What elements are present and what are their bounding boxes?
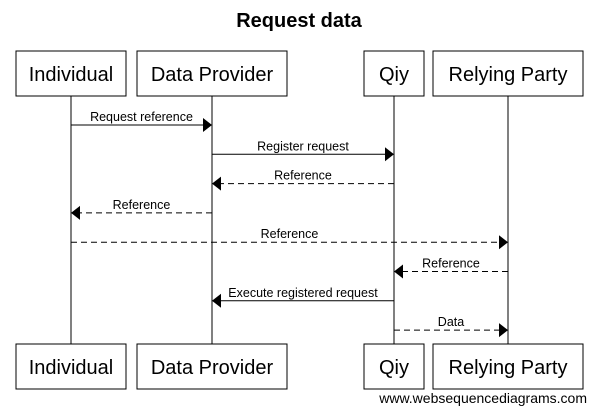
participant-label: Individual (29, 64, 114, 86)
message-6: Reference (394, 257, 508, 279)
participant-label: Data Provider (151, 357, 274, 379)
participant-label: Qiy (379, 64, 409, 86)
participant-box (432, 343, 584, 390)
participant-box (15, 343, 127, 390)
participant-qiy-top: Qiy (363, 50, 425, 97)
message-2: Register request (212, 139, 394, 162)
message-label: Data (438, 315, 464, 329)
message-label: Register request (257, 139, 349, 153)
participant-label: Qiy (379, 357, 409, 379)
participant-box (363, 343, 425, 390)
participant-label: Relying Party (449, 64, 568, 86)
message-8: Data (394, 315, 508, 338)
message-label: Reference (422, 257, 480, 271)
participants-top: Individual Data Provider Qiy Relying Party (15, 50, 584, 97)
participant-qiy-bottom: Qiy (363, 343, 425, 390)
message-label: Execute registered request (228, 286, 378, 300)
arrowhead-icon (385, 147, 394, 162)
participants-bottom: Individual Data Provider Qiy Relying Party (15, 343, 584, 390)
arrowhead-icon (212, 176, 221, 191)
participant-box (363, 50, 425, 97)
watermark-text: www.websequencediagrams.com (378, 390, 587, 406)
participant-individual-bottom: Individual (15, 343, 127, 390)
participant-box (136, 50, 288, 97)
participant-provider-top: Data Provider (136, 50, 288, 97)
participant-label: Individual (29, 357, 114, 379)
arrowhead-icon (499, 235, 508, 250)
arrowhead-icon (212, 293, 221, 308)
participant-provider-bottom: Data Provider (136, 343, 288, 390)
arrowhead-icon (71, 205, 80, 220)
participant-individual-top: Individual (15, 50, 127, 97)
arrowhead-icon (203, 118, 212, 132)
participant-box (432, 50, 584, 97)
message-4: Reference (71, 198, 212, 220)
participant-box (15, 50, 127, 97)
message-1: Request reference (71, 110, 212, 132)
participant-box (136, 343, 288, 390)
message-5: Reference (71, 227, 508, 250)
diagram-title: Request data (236, 10, 362, 32)
message-7: Execute registered request (212, 286, 394, 308)
message-label: Request reference (90, 110, 193, 124)
message-label: Reference (113, 198, 171, 212)
arrowhead-icon (394, 264, 403, 279)
participant-label: Relying Party (449, 357, 568, 379)
lifelines (70, 96, 509, 344)
message-label: Reference (261, 227, 319, 241)
message-label: Reference (274, 169, 332, 183)
participant-relying-bottom: Relying Party (432, 343, 584, 390)
participant-relying-top: Relying Party (432, 50, 584, 97)
arrowhead-icon (499, 323, 508, 338)
message-3: Reference (212, 169, 394, 191)
participant-label: Data Provider (151, 64, 274, 86)
